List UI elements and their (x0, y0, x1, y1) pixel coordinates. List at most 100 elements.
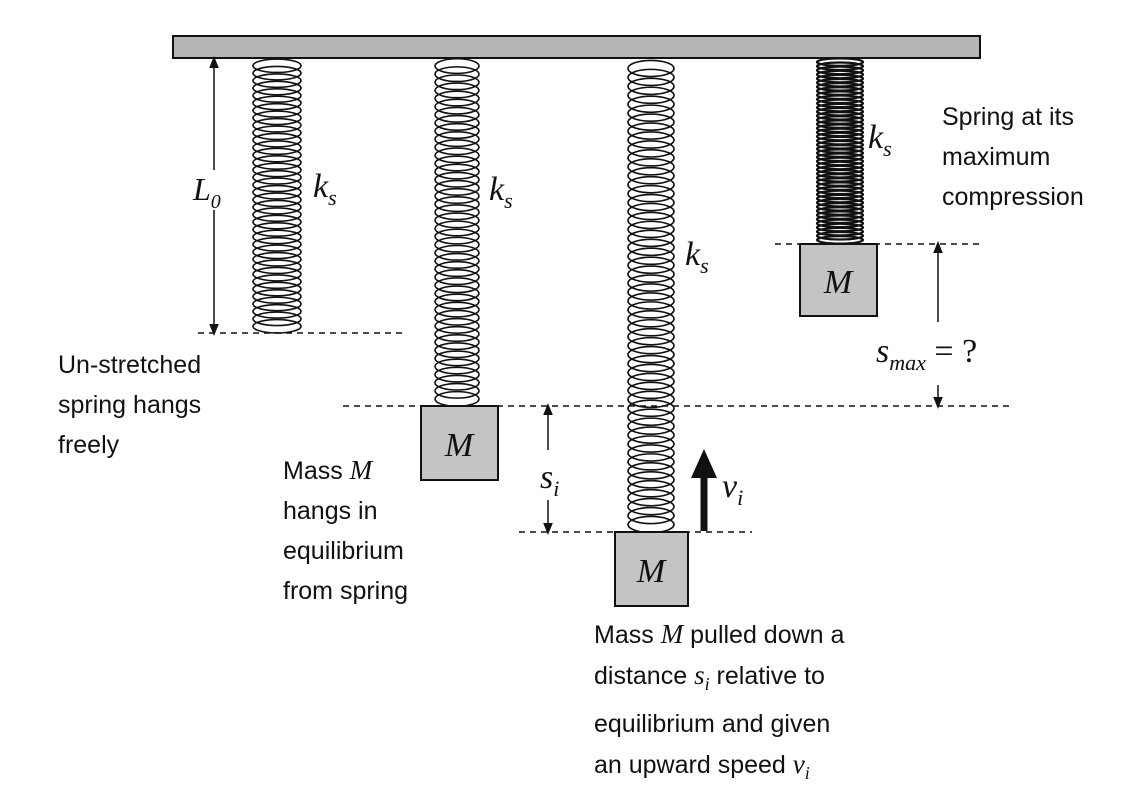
spring-coil (252, 222, 302, 238)
spring-unstretched (252, 58, 302, 334)
spring-coil (434, 277, 480, 294)
displacement-label: si (540, 459, 559, 501)
spring-coil (627, 131, 675, 149)
spring-coil (252, 207, 302, 223)
ceiling-bar (172, 35, 981, 59)
spring-coil (627, 229, 675, 248)
caption-line: spring hangs (58, 391, 202, 419)
spring-coil (627, 77, 675, 96)
spring-coil (252, 73, 302, 89)
spring-coil (434, 66, 480, 83)
spring-coil (627, 354, 675, 373)
spring-coil (627, 515, 675, 534)
spring-constant-label: ks (685, 236, 709, 278)
spring-coil (627, 211, 675, 230)
caption-line: Un-stretched (58, 351, 202, 379)
spring-coil (627, 336, 675, 355)
spring-coil (627, 238, 675, 257)
spring-coil (434, 325, 480, 343)
spring-coil (434, 228, 480, 245)
spring-coil (627, 399, 675, 418)
spring-coil (252, 236, 302, 252)
spring-coil (627, 345, 675, 364)
spring-coil (252, 147, 302, 163)
caption-line: hangs in (283, 497, 378, 525)
spring-coil (627, 497, 675, 516)
spring-coil (434, 269, 480, 286)
spring-coil (434, 236, 480, 253)
spring-max-compression (815, 57, 865, 245)
spring-coil (627, 59, 675, 78)
spring-coil (434, 139, 480, 156)
velocity-arrow-head (691, 449, 717, 478)
spring-coil (627, 265, 675, 283)
spring-coil (434, 252, 480, 270)
spring-coil (252, 288, 302, 304)
spring-coil (627, 417, 675, 436)
spring-coil (815, 230, 865, 241)
spring-coil (627, 193, 675, 212)
spring-coil (434, 74, 480, 91)
caption-line: freely (58, 431, 120, 459)
spring-coil (627, 318, 675, 337)
spring-coil (434, 82, 480, 99)
spring-coil (627, 426, 675, 444)
spring-coil (434, 131, 480, 148)
spring-coil (252, 162, 302, 178)
spring-coil (627, 488, 675, 507)
spring-coil (434, 317, 480, 334)
spring-coil (627, 68, 675, 87)
mass-block-pulled: M (614, 531, 689, 607)
spring-coil (627, 363, 675, 382)
spring-coil (252, 214, 302, 230)
spring-coil (252, 192, 302, 208)
spring-coil (627, 292, 675, 310)
spring-coil (434, 114, 480, 132)
spring-coil (434, 260, 480, 278)
mass-label: M (823, 264, 854, 301)
spring-coil (434, 301, 480, 318)
spring-coil (627, 301, 675, 319)
spring-coil (627, 149, 675, 167)
spring-coil (252, 311, 302, 327)
caption-line: maximum (942, 143, 1051, 171)
caption-line: Mass M (283, 455, 373, 485)
spring-coil (627, 113, 675, 131)
spring-coil (252, 80, 302, 96)
caption-line: equilibrium (283, 537, 404, 565)
spring-equilibrium (434, 57, 480, 408)
spring-coil (252, 58, 302, 74)
spring-coil (434, 90, 480, 107)
spring-coil (434, 244, 480, 261)
spring-coil (627, 381, 675, 400)
mass-block-equilibrium: M (420, 405, 499, 481)
spring-coil (252, 95, 302, 111)
spring-constant-label: ks (868, 119, 892, 161)
spring-coil (252, 303, 302, 319)
spring-coil (434, 212, 480, 229)
spring-coil (252, 184, 302, 200)
spring-coil (252, 244, 302, 260)
spring-coil (434, 98, 480, 115)
spring-coil (434, 195, 480, 213)
spring-coil (252, 132, 302, 148)
spring-coil (434, 57, 480, 75)
spring-coil (627, 274, 675, 292)
spring-coil (627, 256, 675, 275)
spring-coil (627, 95, 675, 114)
caption-max-compression: Spring at its maximum compression (942, 97, 1084, 217)
spring-coil (434, 147, 480, 164)
spring-coil (434, 171, 480, 188)
spring-coil (434, 204, 480, 221)
spring-coil (434, 374, 480, 391)
spring-coil (252, 125, 302, 141)
spring-coil (627, 372, 675, 391)
spring-coil (434, 285, 480, 302)
caption-line: an upward speed vi (594, 749, 810, 783)
spring-coil (252, 229, 302, 245)
spring-coil (252, 199, 302, 215)
spring-coil (434, 122, 480, 140)
spring-coil (627, 444, 675, 462)
mass-block-compressed: M (799, 243, 878, 317)
spring-coil (252, 155, 302, 171)
